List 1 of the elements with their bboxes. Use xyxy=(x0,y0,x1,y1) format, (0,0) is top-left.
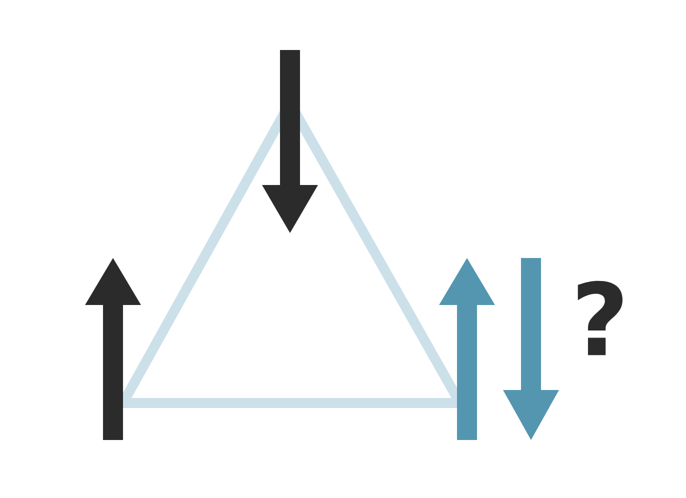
question-mark: ? xyxy=(578,280,623,356)
